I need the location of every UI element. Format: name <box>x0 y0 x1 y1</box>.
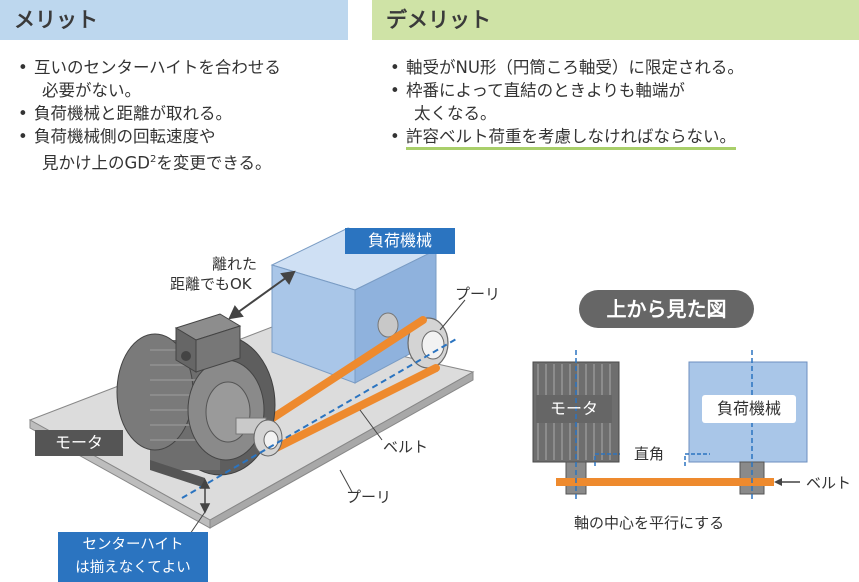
merit-item-text: 必要がない。 <box>42 81 141 100</box>
demerit-header: デメリット <box>372 0 859 40</box>
top-view-load-label: 負荷機械 <box>702 395 796 423</box>
merit-header: メリット <box>0 0 348 40</box>
distance-label-2: 距離でもOK <box>170 275 252 293</box>
pulley-label-top: プーリ <box>455 285 501 303</box>
gd-text-post: を変更できる。 <box>156 153 272 173</box>
merit-item-text: 互いのセンターハイトを合わせる <box>34 58 281 77</box>
belt-label: ベルト <box>383 438 429 456</box>
pulley-label-bottom: プーリ <box>346 488 392 506</box>
belt <box>258 316 440 456</box>
motor <box>116 313 283 488</box>
center-height-note: センターハイト は揃えなくてよい <box>58 532 208 582</box>
demerit-list: 軸受がNU形（円筒ころ軸受）に限定される。 枠番によって直結のときよりも軸端が … <box>390 56 744 150</box>
distance-label-1: 離れた <box>212 255 258 273</box>
demerit-item: 軸受がNU形（円筒ころ軸受）に限定される。 <box>390 56 744 79</box>
motor-tag: モータ <box>35 430 123 456</box>
merit-item-text: 見かけ上のGD2を変更できる。 <box>34 148 281 175</box>
demerit-item: 許容ベルト荷重を考慮しなければならない。 <box>390 125 744 150</box>
top-view-motor-label: モータ <box>549 399 598 418</box>
top-view-title-bg <box>579 290 754 328</box>
demerit-item-text: 軸受がNU形（円筒ころ軸受）に限定される。 <box>406 58 744 77</box>
center-note-line-1: センターハイト <box>82 537 184 553</box>
center-height-arrow <box>189 478 211 535</box>
top-view-belt-label: ベルト <box>806 474 852 492</box>
merit-item: 互いのセンターハイトを合わせる 必要がない。 <box>18 56 281 102</box>
merit-item-text: 負荷機械と距離が取れる。 <box>34 104 232 123</box>
top-motor-label-bg <box>536 395 612 423</box>
demerit-item: 枠番によって直結のときよりも軸端が 太くなる。 <box>390 79 744 125</box>
demerit-item-text: 枠番によって直結のときよりも軸端が <box>406 81 685 100</box>
center-note-line-2: は揃えなくてよい <box>75 560 191 576</box>
right-angle-label: 直角 <box>634 445 665 463</box>
demerit-item-text: 太くなる。 <box>414 104 497 123</box>
merit-list: 互いのセンターハイトを合わせる 必要がない。 負荷機械と距離が取れる。 負荷機械… <box>18 56 281 175</box>
merit-item: 負荷機械側の回転速度や 見かけ上のGD2を変更できる。 <box>18 125 281 175</box>
iso-center-line <box>181 337 459 499</box>
gd-text: 見かけ上のGD <box>42 153 150 173</box>
load-machine-tag: 負荷機械 <box>345 228 455 254</box>
merit-item: 負荷機械と距離が取れる。 <box>18 102 281 125</box>
gd-superscript: 2 <box>150 154 157 165</box>
leader-lines <box>339 299 466 493</box>
parallel-note: 軸の中心を平行にする <box>574 514 725 532</box>
merit-item-text: 負荷機械側の回転速度や <box>34 127 216 146</box>
distance-arrow <box>228 270 296 320</box>
demerit-item-text-underlined: 許容ベルト荷重を考慮しなければならない。 <box>406 127 736 150</box>
top-view-title: 上から見た図 <box>606 297 727 321</box>
